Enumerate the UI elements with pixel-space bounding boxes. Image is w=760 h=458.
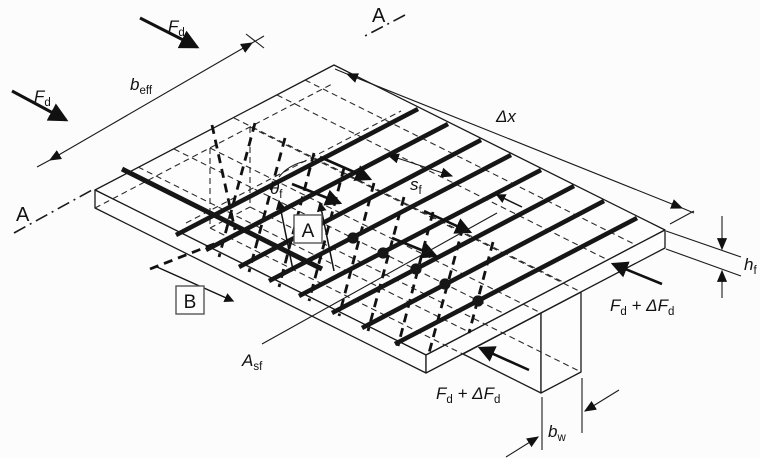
dimension-beff [36,33,265,168]
deltax-label: Δx [495,107,516,126]
bar-callout-label: B [184,292,197,313]
flange-end-face [425,229,666,374]
section-a-left-label: A [16,204,30,226]
dimension-hf [665,216,742,298]
callout-box-b: B [175,285,205,315]
section-line-top [362,14,406,38]
fd-left-label: Fd [34,87,51,109]
dimension-deltax [334,68,695,225]
fd-dfd-right-arrow [610,261,663,286]
beff-label: beff [130,75,153,97]
callout-leaders [156,160,498,345]
hf-label: hf [744,255,757,277]
bw-label: bw [548,422,566,444]
shear-flow-arrows [291,155,523,259]
sf-label: sf [410,175,423,197]
theta-arc [278,160,307,178]
fd-top-label: Fd [168,17,185,39]
fd-top-arrow [139,16,200,49]
asf-leader-line [261,212,498,345]
section-a-top-label: A [372,5,386,27]
labels: Fd Fd beff Δx sf θf Asf hf bw Fd + ΔFd F… [16,5,757,444]
dimension-bw [505,378,620,458]
b-direction-arrow [156,266,235,303]
asf-label: Asf [241,351,263,373]
fd-dfd-right-label: Fd + ΔFd [610,296,674,318]
dimension-sf [386,153,454,178]
anchorage-dots [347,232,484,307]
fd-dfd-bottom-label: Fd + ΔFd [436,384,500,406]
thetaf-label: θf [270,179,283,201]
web-body [462,291,582,394]
callout-box-a: A [293,214,323,244]
fd-dfd-bottom-arrow [477,346,530,372]
section-line-left [13,189,93,234]
strut-callout-label: A [302,221,315,242]
